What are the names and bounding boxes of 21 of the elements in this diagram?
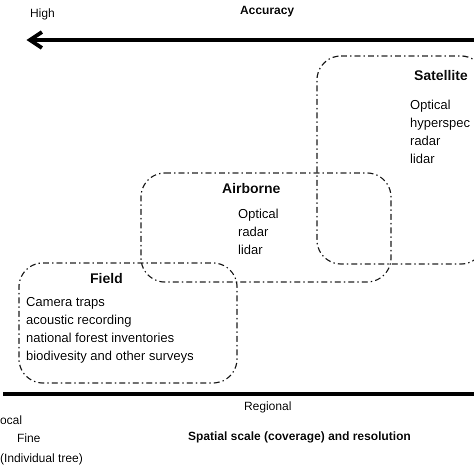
axis-label: ocal — [0, 413, 22, 428]
list-item: lidar — [410, 151, 435, 167]
list-item: national forest inventories — [26, 330, 174, 346]
axis-label: (Individual tree) — [0, 451, 83, 466]
list-item: Camera traps — [26, 294, 105, 310]
list-item: acoustic recording — [26, 312, 132, 328]
list-item: Optical — [238, 206, 278, 222]
list-item: Optical — [410, 97, 450, 113]
axis-title: Accuracy — [240, 3, 294, 18]
axis-title: Spatial scale (coverage) and resolution — [188, 429, 411, 444]
list-item: radar — [238, 224, 268, 240]
list-item: hyperspec — [410, 115, 470, 131]
list-item: radar — [410, 133, 440, 149]
group-title: Field — [90, 270, 123, 286]
list-item: lidar — [238, 242, 263, 258]
group-title: Satellite — [414, 67, 468, 83]
axis-label: High — [30, 6, 55, 21]
list-item: biodivesity and other surveys — [26, 348, 194, 364]
axis-label: Regional — [244, 399, 292, 414]
axis-label: Fine — [17, 431, 40, 446]
group-title: Airborne — [222, 180, 280, 196]
